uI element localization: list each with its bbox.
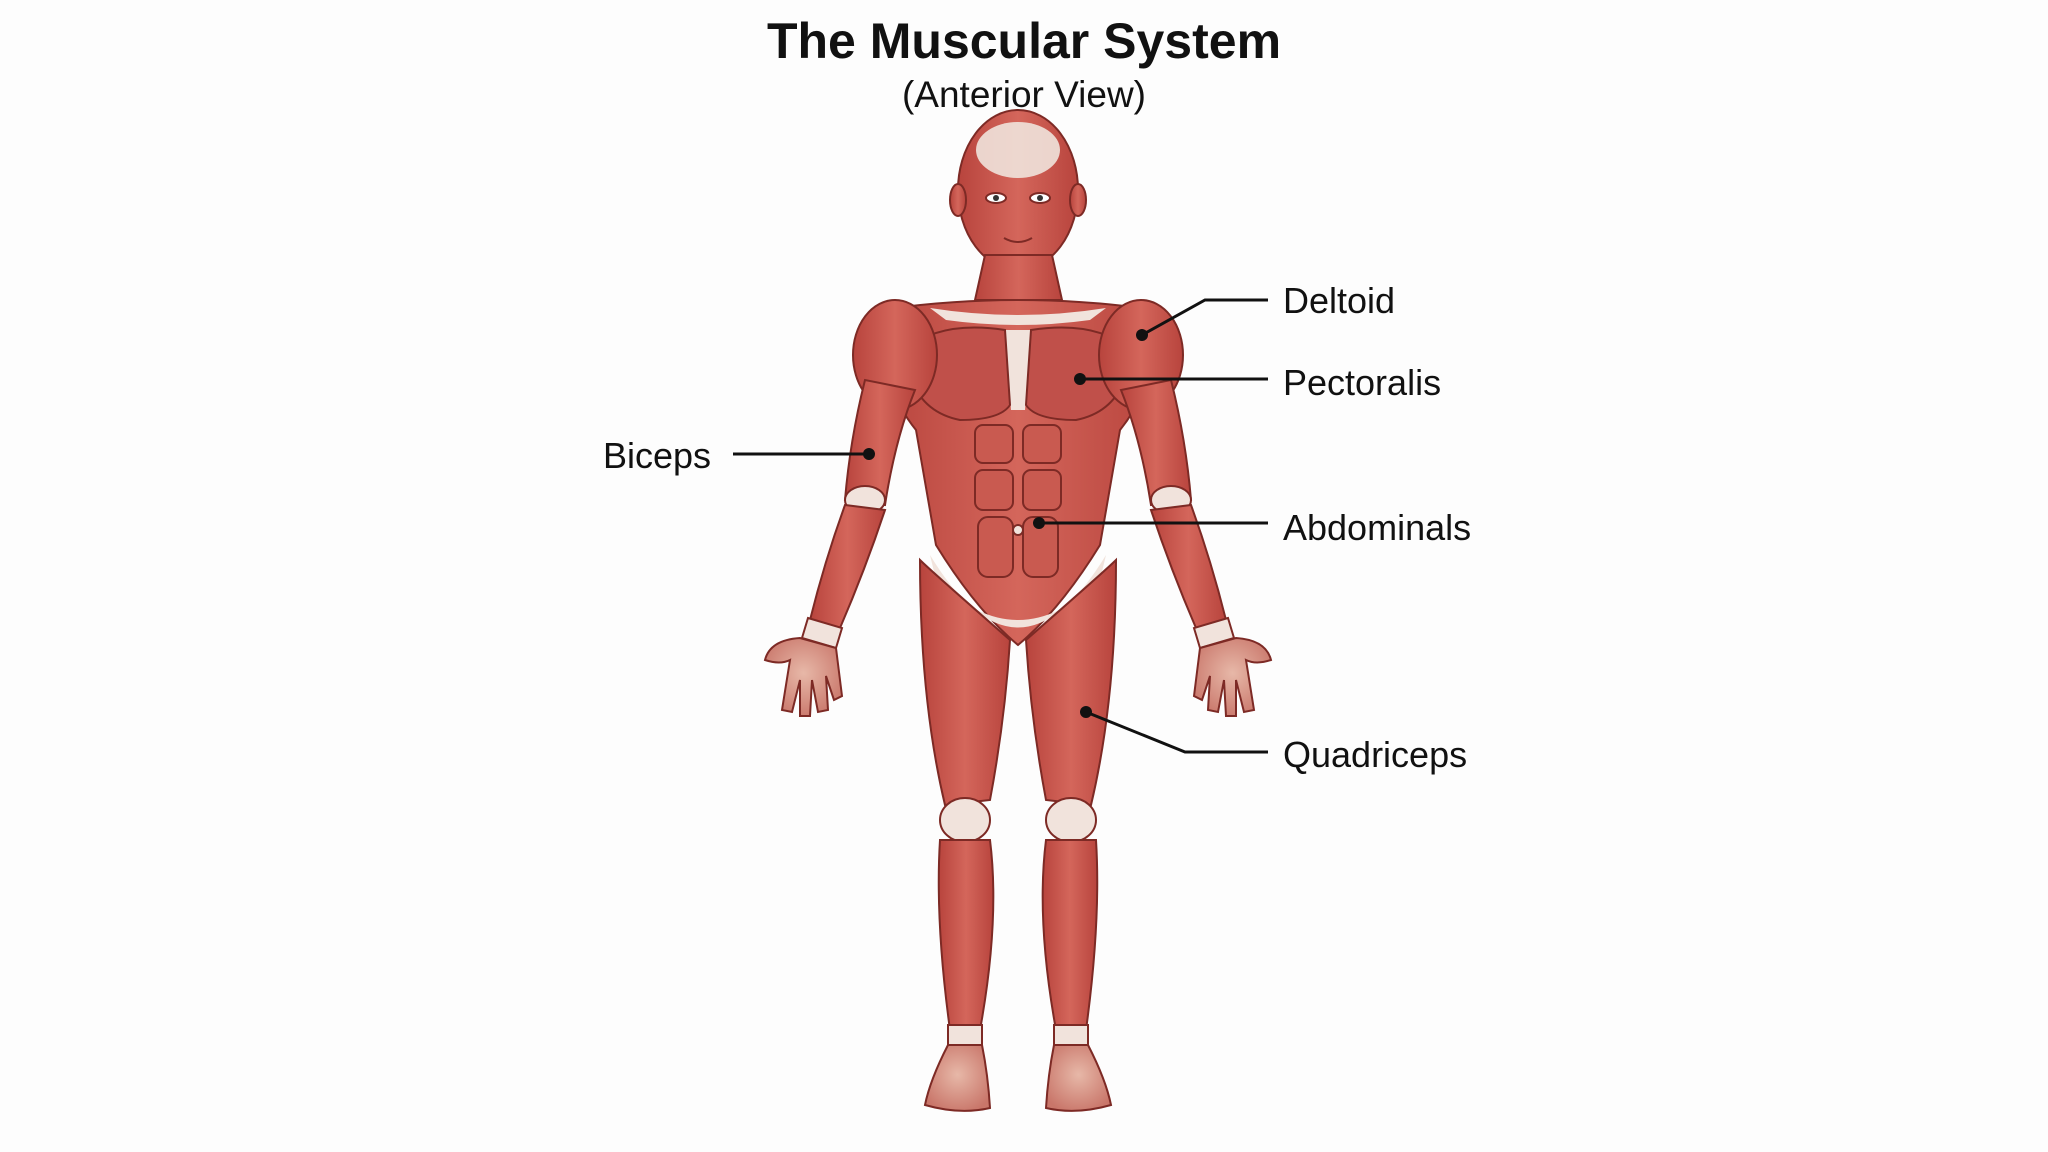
- navel: [1013, 525, 1023, 535]
- foot-right: [1046, 1045, 1111, 1111]
- label-deltoid: Deltoid: [1283, 283, 1395, 319]
- hand-right: [1194, 638, 1271, 716]
- dot-pectoralis: [1074, 373, 1086, 385]
- leader-line-quadriceps: [1086, 712, 1268, 752]
- body-figure: [765, 110, 1271, 1111]
- ankle-right: [1054, 1025, 1088, 1047]
- dot-abdominals: [1033, 517, 1045, 529]
- dot-deltoid: [1136, 329, 1148, 341]
- shin-left: [939, 840, 994, 1030]
- label-quadriceps: Quadriceps: [1283, 737, 1467, 773]
- dot-quadriceps: [1080, 706, 1092, 718]
- head: [950, 110, 1086, 270]
- forearm-left: [810, 505, 885, 628]
- shin-right: [1043, 840, 1098, 1030]
- ankle-left: [948, 1025, 982, 1047]
- upper-arm-left: [845, 380, 915, 505]
- hand-left: [765, 638, 842, 716]
- label-biceps: Biceps: [603, 438, 711, 474]
- dot-biceps: [863, 448, 875, 460]
- foot-left: [925, 1045, 990, 1111]
- upper-arm-right: [1121, 380, 1191, 505]
- neck: [975, 255, 1062, 300]
- knee-left: [940, 798, 990, 842]
- label-pectoralis: Pectoralis: [1283, 365, 1441, 401]
- knee-right: [1046, 798, 1096, 842]
- label-abdominals: Abdominals: [1283, 510, 1471, 546]
